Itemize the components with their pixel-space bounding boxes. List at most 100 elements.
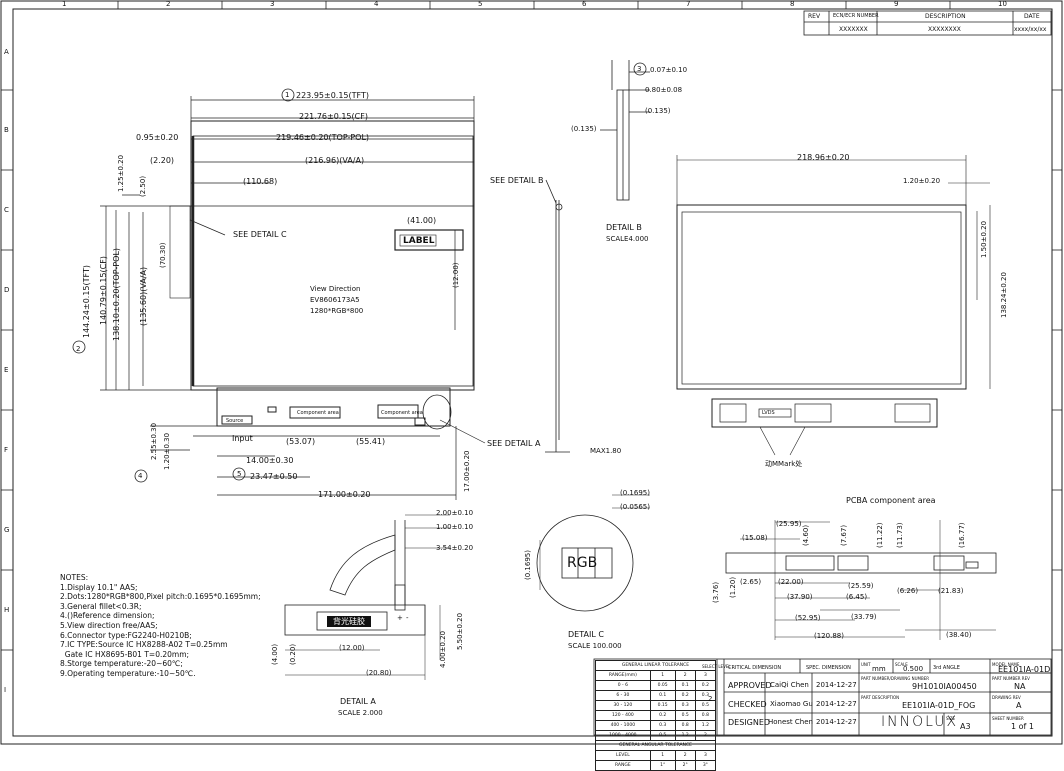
zone-col-9: 9 [894, 0, 899, 8]
dim-095: 0.95±0.20 [136, 133, 179, 142]
detail-a-label-fill [327, 616, 371, 627]
pcba-d10: (25.59) [848, 582, 874, 590]
tol-cell: 6 - 30 [595, 690, 651, 701]
detail-a-d7: (12.00) [339, 644, 365, 652]
tol-cell: 400 - 1000 [595, 720, 651, 731]
dim-255: 2.55±0.30 [150, 422, 158, 460]
see-detail-a: SEE DETAIL A [487, 439, 541, 448]
zone-row-f: F [4, 446, 9, 454]
view-direction-1: View Direction [310, 285, 361, 293]
ang-cell: 1 [649, 750, 676, 761]
notes-heading: NOTES: [60, 573, 89, 582]
dim-tft-width: 223.95±0.15(TFT) [296, 91, 369, 100]
ang-cell: 2° [674, 760, 696, 771]
back-dim-13824: 138.24±0.20 [1000, 272, 1008, 318]
tol-head-2: 2 [674, 670, 696, 681]
zone-col-5: 5 [478, 0, 483, 8]
zone-col-6: 6 [582, 0, 587, 8]
pcba-d17: (120.88) [814, 632, 844, 640]
description-header: DESCRIPTION [925, 13, 966, 20]
note-7: 7.IC TYPE:Source IC HX8288-A02 T=0.25mm [60, 640, 228, 650]
back-dim-120: 1.20±0.20 [903, 177, 941, 185]
input-label: Input [232, 434, 253, 443]
zone-col-7: 7 [686, 0, 691, 8]
unit-value: mm [872, 665, 886, 673]
pcba-d6: (11.73) [896, 522, 904, 548]
front-dimensions [100, 96, 486, 500]
designed-date: 2014-12-27 [816, 718, 857, 726]
tol-cell: 0.2 [674, 690, 696, 701]
tol-head-range: RANGE(mm) [595, 670, 651, 681]
detail-c [536, 494, 650, 612]
pcba-d11: (6.45) [846, 593, 868, 601]
back-dim-150: 1.50±0.20 [980, 220, 988, 258]
circle-5-label: 5 [237, 470, 242, 478]
see-detail-b: SEE DETAIL B [490, 176, 544, 185]
rev-table-grid [803, 10, 1052, 36]
detail-a-scale: SCALE 2.000 [338, 709, 383, 717]
dim-4100: (41.00) [407, 216, 437, 225]
zone-row-c: C [4, 206, 9, 214]
note-3: 3.General fillet<0.3R; [60, 601, 142, 611]
date-value: xxxx/xx/xx [1014, 26, 1047, 33]
dim-cf-width: 221.76±0.15(CF) [299, 112, 368, 121]
zone-row-e: E [4, 366, 9, 374]
detail-a-minus: - [406, 614, 409, 622]
detail-a-d9: 4.00±0.20 [439, 630, 447, 668]
note-7b: Gate IC HX8695-B01 T=0.20mm; [60, 649, 190, 659]
callout-circles [72, 62, 647, 483]
zone-row-h: H [4, 606, 10, 614]
dim-110: (110.68) [243, 177, 278, 186]
size-label: SIZE [946, 716, 955, 721]
ang-cell: 2 [674, 750, 696, 761]
dim-220: (2.20) [150, 156, 175, 165]
see-detail-c: SEE DETAIL C [233, 230, 287, 239]
component-area-2: Component area [381, 410, 423, 416]
tol-cell: 0.05 [649, 680, 676, 691]
pnr-label: PART NUMBER REV [992, 676, 1030, 681]
tol-cell: 0.8 [674, 720, 696, 731]
ecn-header: ECN/ECR NUMBER [833, 13, 879, 19]
desc-value: EE101IA-01D_FOG [902, 701, 976, 710]
desc-label: PART DESCRIPTION [861, 695, 900, 700]
detail-c-d2: (0.0565) [620, 503, 650, 511]
pcba-view [725, 520, 997, 640]
pcba-d18: (38.40) [946, 631, 972, 639]
part-no-value: 9H1010IA00450 [912, 682, 977, 691]
dim-125: 1.25±0.20 [117, 154, 125, 192]
ang-cell: 3° [694, 760, 717, 771]
circle-2-label: 2 [76, 345, 81, 353]
back-view [676, 155, 991, 456]
tol-cell: 1.2 [674, 730, 696, 741]
detail-a-plus: + [397, 614, 403, 622]
tol-cell: 1.2 [694, 720, 717, 731]
detail-b-scale: SCALE4.000 [606, 235, 649, 243]
pcba-d8: (2.65) [740, 578, 762, 586]
tol-cell: 0.2 [694, 680, 717, 691]
side-view [545, 179, 570, 453]
tol-cell: 2 [694, 730, 717, 741]
description-value: XXXXXXXX [928, 26, 961, 33]
tol-cell: 0.15 [649, 700, 676, 711]
detail-a-d1: 2.00±0.10 [436, 509, 474, 517]
company-logo: INNOLUX [881, 714, 959, 730]
view-direction-3: 1280*RGB*800 [310, 307, 364, 315]
dim-7030: (70.30) [159, 242, 167, 268]
level-value: 2 [708, 695, 713, 703]
zone-col-1: 1 [62, 0, 67, 8]
third-angle: 3rd ANGLE [933, 665, 960, 671]
detail-a-label: 背光硅胶 [333, 617, 365, 626]
front-view [169, 120, 475, 430]
zone-row-b: B [4, 126, 9, 134]
detail-b-title: DETAIL B [606, 223, 642, 232]
part-no-label: PART NUMBER/DRAWING NUMBER [861, 676, 929, 681]
detail-b-dim-0135b: (0.135) [571, 125, 597, 133]
ecn-value: XXXXXXX [839, 26, 868, 33]
zone-row-d: D [4, 286, 10, 294]
detail-a [284, 514, 450, 680]
zone-col-8: 8 [790, 0, 795, 8]
tol-cell: 0.8 [694, 710, 717, 721]
approved-name: CaiQi Chen [770, 681, 809, 689]
detail-a-d5: (4.00) [271, 643, 279, 665]
detail-a-title: DETAIL A [340, 697, 376, 706]
